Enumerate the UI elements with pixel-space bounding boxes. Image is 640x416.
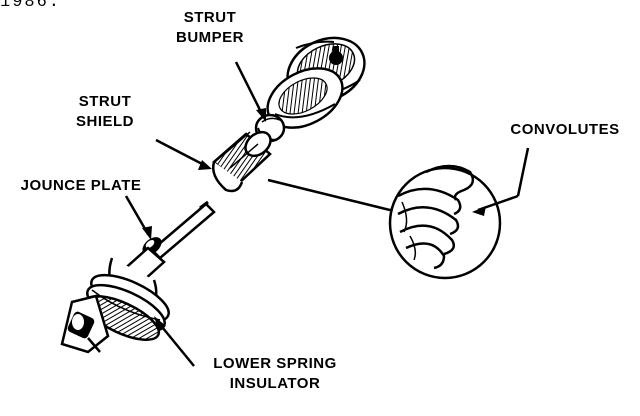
cropped-caption-text: 1986. [0,0,62,12]
strut-shield [212,130,272,193]
label-strut-bumper: STRUT BUMPER [167,8,253,48]
leader-lines [124,61,530,367]
label-lower-spring-insulator: LOWER SPRING INSULATOR [190,354,360,394]
label-strut-shield: STRUT SHIELD [62,92,148,132]
lower-bracket [60,294,110,354]
piston-rod [150,200,216,260]
label-jounce-plate: JOUNCE PLATE [20,177,142,194]
magnifier-circle [267,164,502,280]
label-strut-bumper-line1: STRUT [183,9,237,26]
label-convolutes: CONVOLUTES [510,121,620,138]
label-strut-bumper-line2: BUMPER [175,29,244,46]
label-lower-spring-insulator-line1: LOWER SPRING [213,355,337,372]
label-strut-shield-line2: SHIELD [75,113,134,130]
label-strut-shield-line1: STRUT [78,93,132,110]
label-lower-spring-insulator-line2: INSULATOR [229,375,321,392]
